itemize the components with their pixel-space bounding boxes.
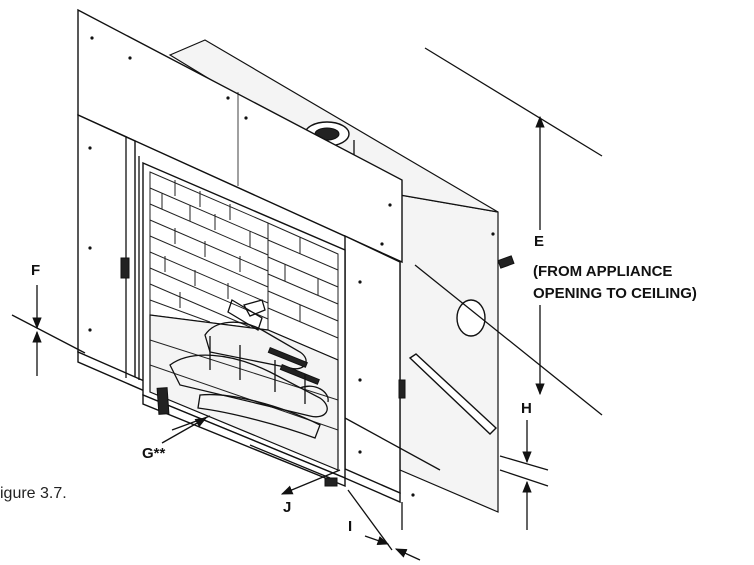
label-H: H: [521, 400, 532, 417]
dim-J-arrow: [280, 469, 341, 495]
label-G: G**: [142, 445, 166, 462]
dim-I-arrow-left: [394, 548, 421, 561]
dim-G-leader: [161, 417, 208, 444]
door-latch-left: [120, 257, 130, 279]
label-E: E: [534, 233, 544, 250]
side-panel: [399, 194, 499, 513]
dimension-labels: E (FROM APPLIANCE OPENING TO CEILING) F …: [0, 233, 697, 535]
firebox-brick-right: [267, 222, 339, 361]
door-latch-right: [398, 379, 406, 399]
figure-caption: igure 3.7.: [0, 485, 67, 502]
label-J: J: [283, 499, 291, 516]
side-knockout: [456, 299, 486, 337]
label-I: I: [348, 518, 352, 535]
fireplace-unit: [77, 8, 515, 513]
hearth-floor: [149, 314, 339, 471]
label-E-note-line2: OPENING TO CEILING): [533, 285, 697, 302]
log-set: [169, 299, 329, 439]
label-F: F: [31, 262, 40, 279]
front-right-panel: [344, 234, 401, 495]
gas-stub: [497, 255, 515, 269]
panel-screws: [88, 36, 495, 497]
side-brace: [408, 353, 498, 435]
dimension-lines: [11, 47, 603, 561]
dim-I-arrow-right: [364, 535, 390, 545]
bottom-hardware: [156, 387, 338, 487]
label-E-note-line1: (FROM APPLIANCE: [533, 263, 672, 280]
